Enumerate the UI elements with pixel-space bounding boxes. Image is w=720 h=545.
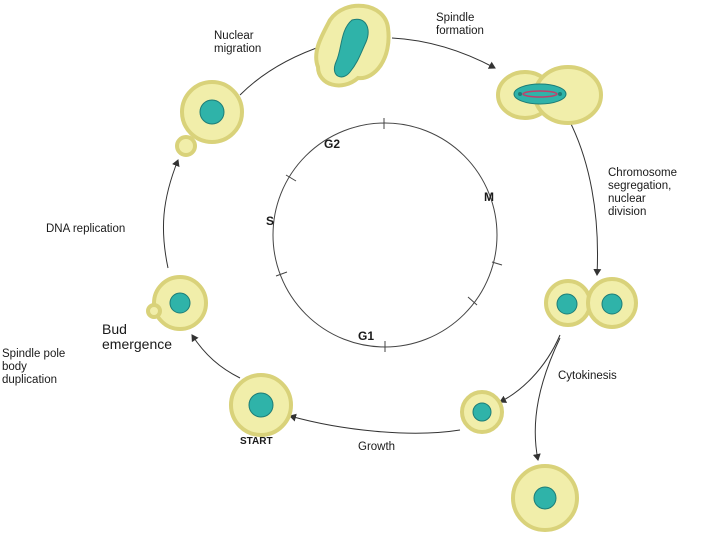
cell-nucleus xyxy=(199,99,225,125)
cell-nucleus xyxy=(513,83,567,105)
cell-budded xyxy=(175,80,244,157)
cytokinesis-label: Cytokinesis xyxy=(558,370,617,382)
cell-nucleus xyxy=(472,402,492,422)
growth-label: Growth xyxy=(358,441,396,453)
bud-emergence-label: Bud emergence xyxy=(102,321,173,352)
start-label: START xyxy=(240,436,273,447)
arrow-dna-replication xyxy=(162,159,180,269)
cell-daughter-small xyxy=(460,390,504,434)
phase-g2-label: G2 xyxy=(324,137,341,151)
arrow-cytokinesis-down xyxy=(532,337,561,461)
nuclear-migration-label: Nuclear migration xyxy=(214,30,262,55)
spindle-pole-body-duplication-label: Spindle pole body duplication xyxy=(2,348,66,386)
spindle-pole-left xyxy=(518,92,522,96)
cell-bud xyxy=(146,303,162,319)
arrow-chromosome-segregation xyxy=(567,117,602,276)
cell-spindle-formation xyxy=(496,65,603,125)
phase-m-label: M xyxy=(484,190,494,204)
inner-cycle-ticks xyxy=(275,118,503,352)
cell-bud-emergence xyxy=(146,275,208,331)
dna-replication-label: DNA replication xyxy=(46,223,126,235)
cell-nuclear-division xyxy=(544,277,638,329)
cell-nucleus xyxy=(248,392,274,418)
cell-nuclear-migration xyxy=(314,3,391,88)
cell-nucleus xyxy=(556,293,578,315)
arrow-growth xyxy=(289,413,461,434)
arrow-start-to-bud xyxy=(191,334,241,379)
chromosome-segregation-label: Chromosome segregation, nuclear division xyxy=(608,167,678,218)
phase-s-label: S xyxy=(266,214,275,228)
spindle xyxy=(522,90,558,98)
cell-start xyxy=(229,373,293,437)
cell-nucleus xyxy=(169,292,191,314)
cell-mother-after-division xyxy=(511,464,579,532)
spindle-formation-label: Spindle formation xyxy=(436,12,484,37)
spindle-pole-right xyxy=(558,92,562,96)
arrow-cytokinesis-right xyxy=(499,334,561,403)
arrow-spindle-formation xyxy=(391,37,496,69)
cell-bud xyxy=(175,135,197,157)
inner-cycle-circle xyxy=(272,122,498,348)
cell-nucleus xyxy=(533,486,557,510)
phase-g1-label: G1 xyxy=(358,329,375,343)
cell-bud-nucleus xyxy=(601,293,623,315)
cell-nucleus xyxy=(334,18,369,78)
outer-cycle-arrows xyxy=(162,37,602,461)
